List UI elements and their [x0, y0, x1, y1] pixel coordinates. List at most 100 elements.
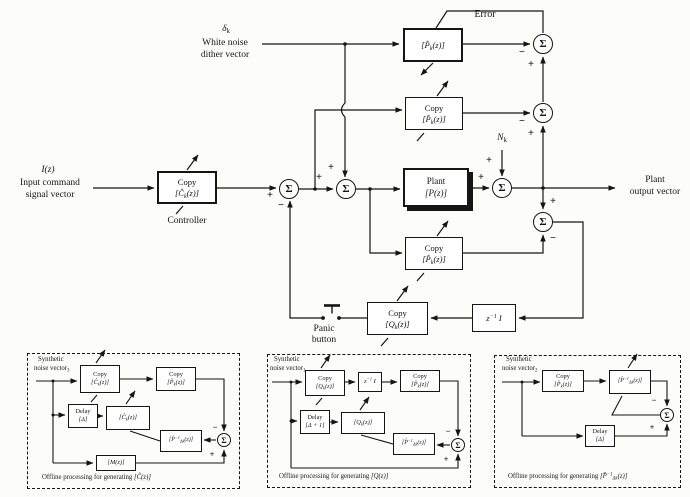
l-delay-box: Delay [Δ] [68, 404, 98, 428]
weight-arrow-l-copyc [95, 349, 106, 364]
m-caption: Offline processing for generating [Q(z)] [279, 473, 389, 480]
r-sign-minus: − [651, 395, 657, 405]
l-sign-plus: + [209, 449, 215, 459]
wire-r-delay-sum [615, 423, 670, 437]
offline-left-wires [36, 349, 227, 466]
sum-plant-noise: Σ [492, 178, 512, 198]
wire-l-copyp-sum [196, 378, 227, 432]
wire-r-pinv-sum [651, 380, 670, 407]
controller-caption: Controller [167, 216, 207, 226]
weight-arrow-copy2 [436, 80, 449, 97]
l-sum: Σ [217, 433, 231, 447]
dither-label-line1: White noise [202, 38, 248, 48]
m-source-line1: Synthetic [274, 356, 300, 363]
weight-arrow-l-ck [125, 390, 136, 405]
wire-l-error-slant [129, 430, 161, 442]
weight-arrow-copyq [396, 285, 409, 302]
weight-arrow-m-qk [359, 396, 370, 411]
weight-arrow-controller [186, 154, 199, 171]
l-caption: Offline processing for generating [Ĉ(z)] [42, 474, 151, 481]
tick-copy2 [416, 132, 425, 142]
sum-feedback: Σ [279, 179, 299, 199]
wire-plantinput-branch [369, 189, 403, 256]
plant-model-box: [P̂k(z)] [403, 28, 463, 62]
sign-sumD-plus-left: + [478, 172, 484, 183]
copy-plant-model-upper-box: Copy [P̂k(z)] [405, 97, 463, 130]
m-copy-q-box: Copy [Qk(z)] [305, 370, 345, 396]
m-q-adaptive-box: [Qk(z)] [341, 412, 385, 434]
l-source-line1: Synthetic [38, 356, 64, 363]
r-p-inverse-box: [P̂−1Δk(z)] [609, 370, 651, 394]
tick-copy3 [416, 272, 425, 282]
wire-switch-to-sum1 [287, 200, 323, 319]
l-copy-p-box: Copy [P̂k(z)] [156, 367, 196, 391]
l-copy-c-box: Copy [Ĉk(z)] [80, 365, 120, 393]
sign-sumA-minus: − [519, 47, 525, 58]
unit-delay-box: z−1 I [472, 304, 516, 332]
sum-error-mid: Σ [533, 103, 553, 123]
controller-box: Copy [Ĉk(z)] [157, 171, 217, 204]
r-delay-box: Delay [Δ] [585, 425, 615, 447]
wire-r-error-slant [611, 395, 660, 416]
noise-symbol: Nk [497, 133, 507, 145]
error-label: Error [474, 9, 496, 20]
r-caption: Offline processing for generating [P̂−1Δ… [508, 472, 628, 482]
r-source-line2: noise vector2 [502, 365, 538, 374]
m-source-line2: noise vector1 [270, 365, 305, 373]
r-copy-p-box: Copy [P̂k(z)] [542, 370, 584, 392]
wire-copy2-in [314, 107, 403, 189]
tick-m-copyq [315, 397, 323, 406]
output-label-line2: output vector [629, 187, 681, 197]
r-source-line1: Synthetic [506, 356, 532, 363]
sign-sumB-plus: + [528, 128, 534, 139]
panic-label-line1: Panic [313, 324, 335, 334]
offline-right-wires [502, 353, 670, 439]
l-c-adaptive-box: [Ĉk(z)] [106, 406, 150, 430]
dither-label-line2: dither vector [200, 50, 250, 60]
sign-sum2-plus-top: + [328, 162, 334, 173]
m-sum: Σ [451, 438, 465, 452]
r-sum: Σ [660, 408, 674, 422]
m-p-inverse-box: [P̂−1Δk(z)] [393, 433, 435, 455]
tick-controller [175, 205, 184, 215]
l-p-inverse-box: [P̂−1Δk(z)] [160, 430, 202, 452]
copy-plant-model-lower-box: Copy [P̂k(z)] [405, 237, 463, 270]
offline-right-frame [494, 355, 681, 488]
wire-m-error-slant [360, 434, 394, 445]
output-label-line1: Plant [645, 175, 665, 185]
l-source-line2: noise vector3 [34, 365, 70, 374]
sign-sumC-plus: + [550, 196, 556, 207]
sign-sumA-plus: + [528, 59, 534, 70]
input-label-line2: signal vector [25, 190, 75, 200]
l-reference-model-box: [M(z)] [96, 455, 136, 471]
dither-symbol: δk [222, 24, 230, 36]
sign-sumB-minus: − [519, 116, 525, 127]
tick-l-copyc [90, 394, 98, 403]
m-unit-delay-box: z−1 I [358, 372, 382, 392]
sum-error-top: Σ [533, 34, 553, 54]
offline-mid-frame [267, 354, 471, 488]
m-delay-box: Delay [Δ + 1] [300, 410, 330, 434]
m-sign-plus: + [443, 454, 449, 464]
offline-left-frame [27, 353, 240, 489]
weight-arrow-copy3 [436, 220, 449, 237]
weight-arrow-phat-down [420, 62, 434, 76]
tick-copyq [380, 337, 389, 347]
plant-box: Plant [P(z)] [403, 168, 469, 207]
panic-label-line2: button [311, 335, 337, 345]
panic-button-icon [321, 304, 341, 320]
sign-sumC-minus: − [550, 233, 556, 244]
wire-copy3-out [463, 234, 546, 254]
sign-sum1-plus: + [267, 190, 273, 201]
m-sign-minus: − [445, 426, 451, 436]
wire-l-m-sum [136, 449, 227, 464]
copy-q-box: Copy [Qk(z)] [367, 302, 428, 335]
weight-arrow-r-pinv [627, 353, 638, 369]
l-sign-minus: − [212, 422, 218, 432]
sign-sum1-minus: − [278, 200, 284, 211]
wire-error-loop [435, 10, 544, 33]
weight-arrow-m-copyq [320, 354, 331, 369]
wire-m-copyp-sum [440, 380, 461, 437]
